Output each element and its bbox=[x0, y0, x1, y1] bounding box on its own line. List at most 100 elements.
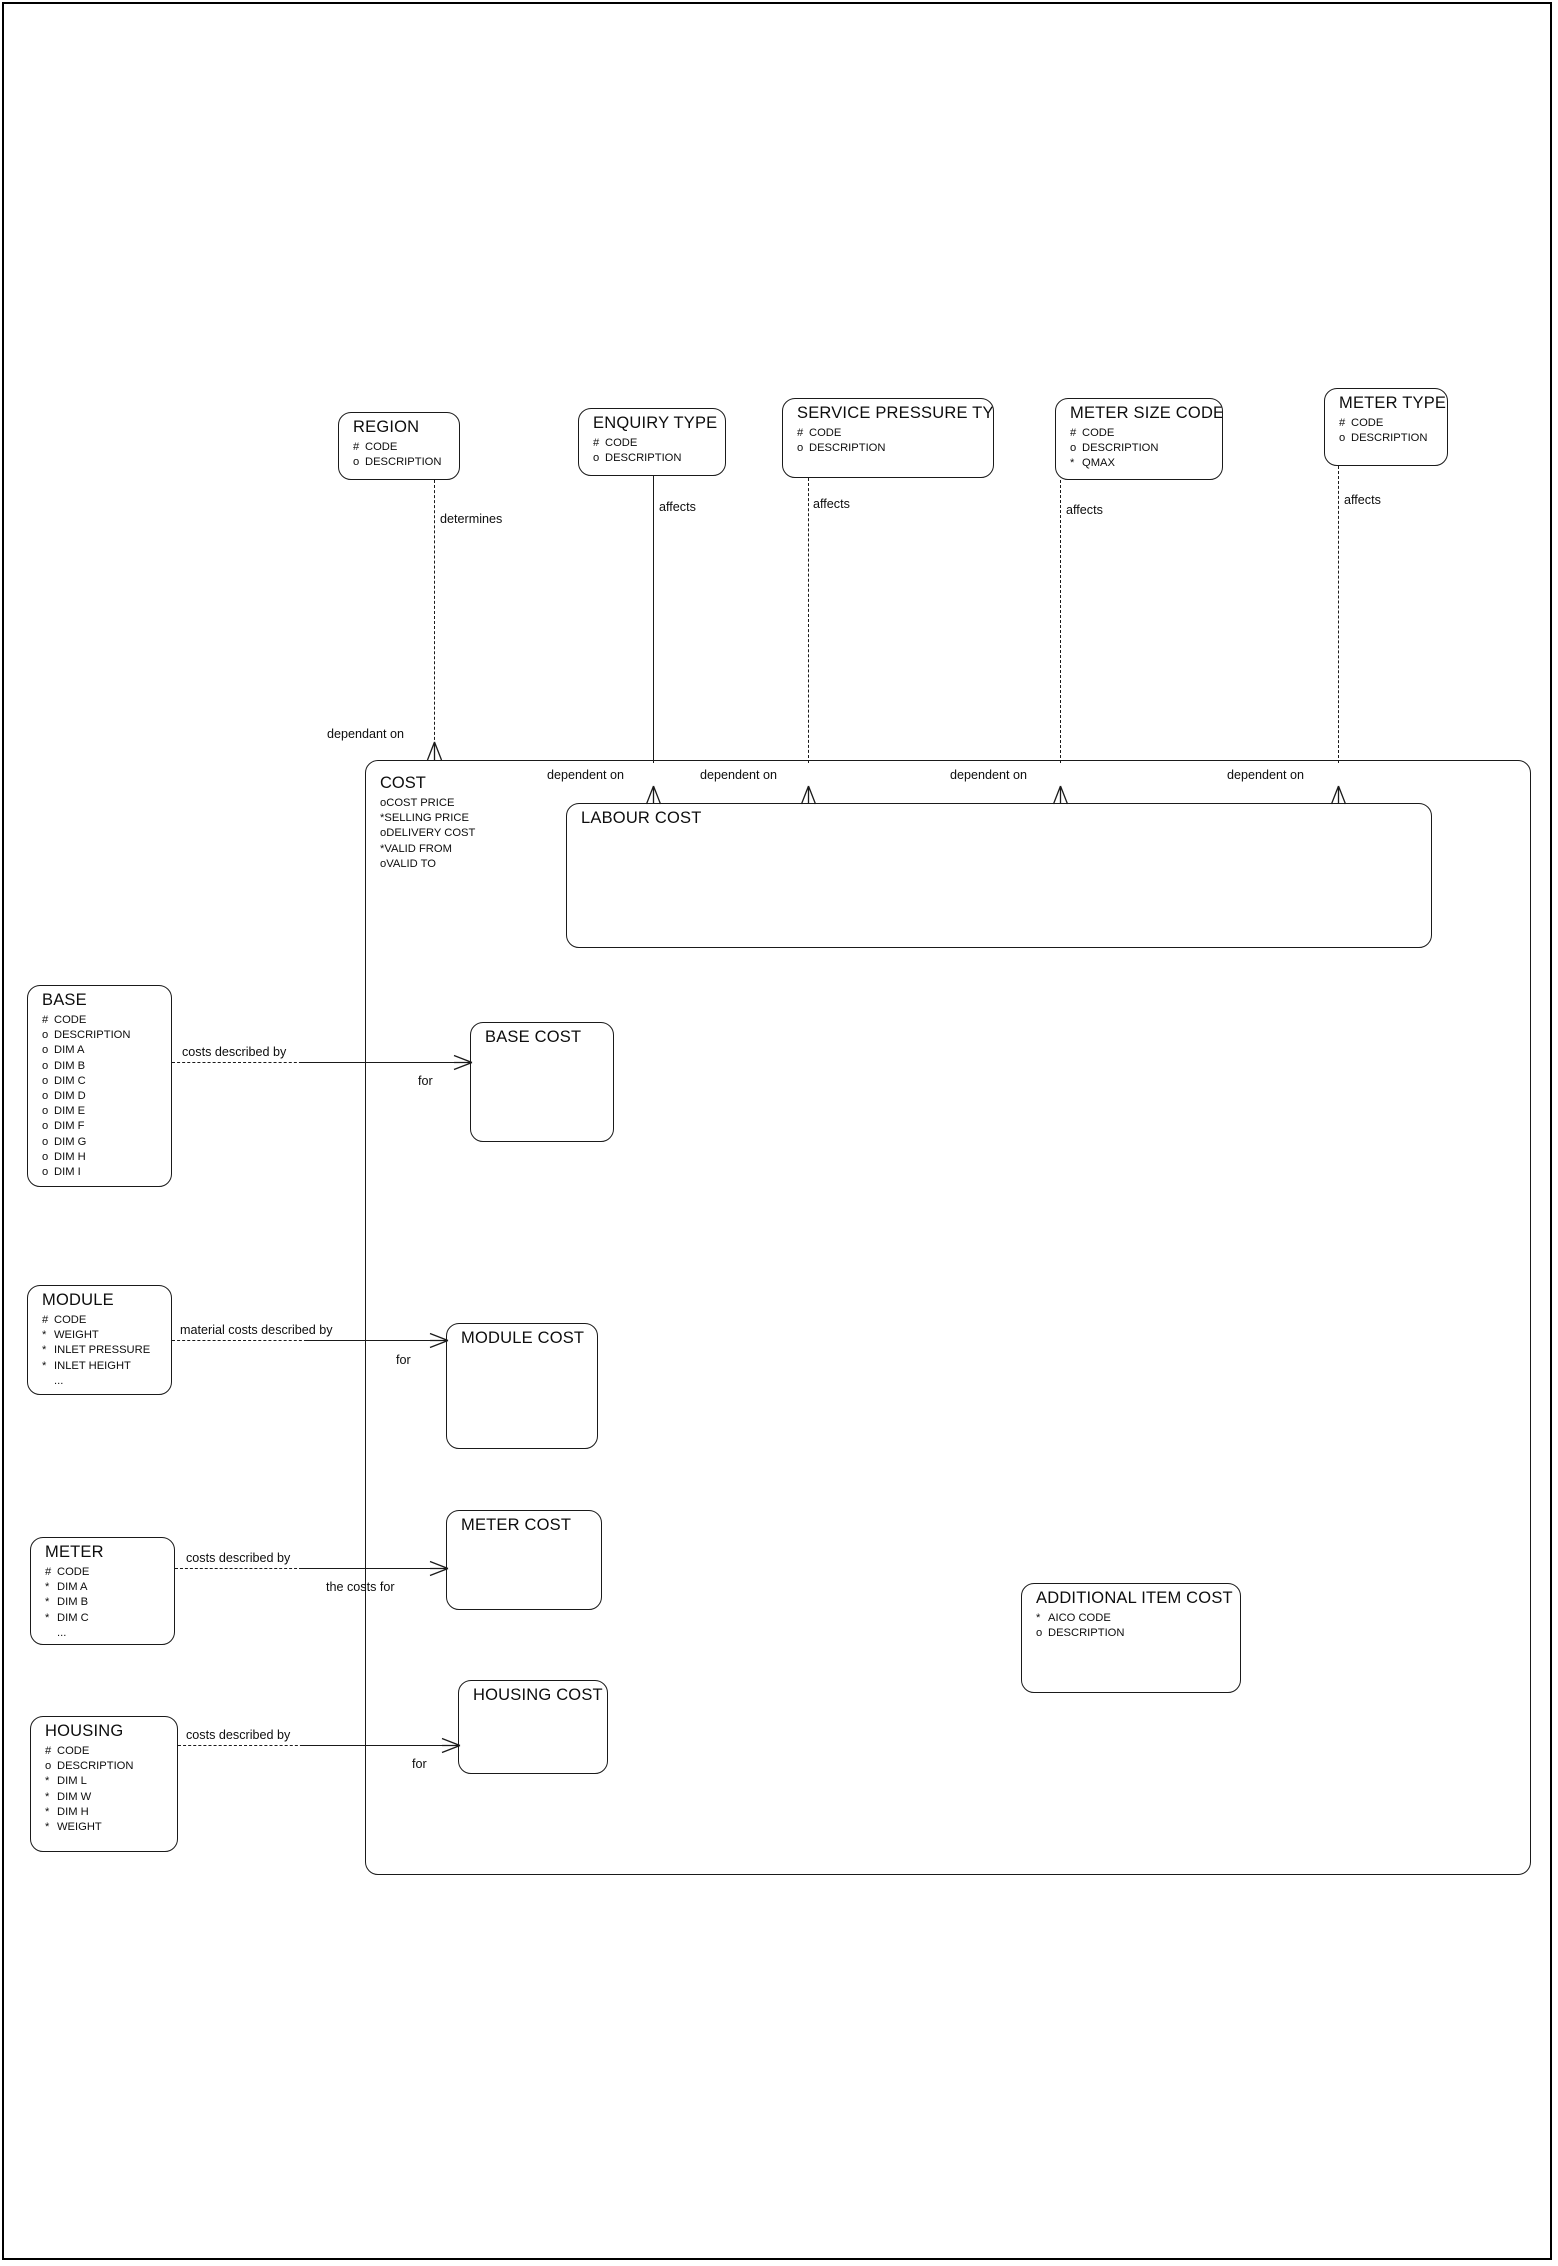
entity-title-meter-type: METER TYPE bbox=[1339, 394, 1447, 412]
attribute-label: AICO CODE bbox=[1048, 1612, 1111, 1624]
attribute-label: VALID FROM bbox=[384, 842, 452, 855]
entity-attributes-meter: #CODE*DIM A*DIM B*DIM C... bbox=[45, 1565, 89, 1641]
crowsfoot-meter-metercost bbox=[428, 1557, 450, 1581]
attribute-label: DIM E bbox=[54, 1105, 86, 1118]
entity-title-meter: METER bbox=[45, 1543, 104, 1561]
relationship-label-module-for: for bbox=[396, 1353, 411, 1367]
attribute-marker: * bbox=[45, 1805, 50, 1818]
attribute-label: WEIGHT bbox=[54, 1329, 99, 1342]
attribute-marker: * bbox=[42, 1344, 47, 1357]
connector-base-basecost-dashed bbox=[172, 1062, 307, 1063]
attribute-label: DELIVERY COST bbox=[386, 827, 476, 840]
attribute-marker: * bbox=[45, 1821, 50, 1834]
entity-module[interactable]: MODULE #CODE*WEIGHT*INLET PRESSURE*INLET… bbox=[27, 1285, 172, 1395]
attribute-marker: * bbox=[45, 1596, 50, 1609]
attribute-marker: * bbox=[45, 1581, 50, 1594]
attribute-marker: o bbox=[380, 827, 387, 840]
entity-attribute-row: *WEIGHT bbox=[45, 1820, 133, 1835]
attribute-marker: o bbox=[380, 857, 387, 870]
attribute-marker: # bbox=[353, 441, 360, 453]
entity-title-enquiry-type: ENQUIRY TYPE bbox=[593, 414, 718, 432]
entity-meter-cost[interactable]: METER COST bbox=[446, 1510, 602, 1610]
crowsfoot-base-basecost bbox=[452, 1051, 474, 1075]
relationship-label-base-costs-described-by: costs described by bbox=[182, 1045, 287, 1059]
attribute-marker: * bbox=[45, 1611, 50, 1624]
connector-module-modulecost-solid bbox=[306, 1340, 448, 1341]
entity-attribute-row: *WEIGHT bbox=[42, 1328, 150, 1343]
attribute-marker: # bbox=[1339, 417, 1346, 429]
entity-title-base-cost: BASE COST bbox=[485, 1028, 582, 1046]
entity-attribute-row: o DESCRIPTION bbox=[42, 1028, 130, 1043]
entity-attribute-row: oDELIVERY COST bbox=[380, 826, 475, 841]
entity-base-cost[interactable]: BASE COST bbox=[470, 1022, 614, 1142]
entity-module-cost[interactable]: MODULE COST bbox=[446, 1323, 598, 1449]
attribute-label: DIM D bbox=[54, 1090, 86, 1103]
entity-title-region: REGION bbox=[353, 418, 420, 436]
crowsfoot-region-cost bbox=[423, 741, 447, 762]
attribute-label: SELLING PRICE bbox=[384, 812, 469, 825]
entity-attribute-row: # CODE bbox=[45, 1744, 133, 1759]
attribute-label: DIM F bbox=[54, 1120, 85, 1133]
connector-housing-housingcost-solid bbox=[302, 1745, 460, 1746]
entity-housing-cost[interactable]: HOUSING COST bbox=[458, 1680, 608, 1774]
attribute-marker: * bbox=[42, 1359, 47, 1372]
attribute-marker: o bbox=[1036, 1627, 1043, 1640]
attribute-marker: o bbox=[1339, 432, 1346, 445]
entity-attribute-row: *QMAX bbox=[1070, 456, 1158, 471]
attribute-label: DESCRIPTION bbox=[365, 456, 442, 469]
attribute-marker: * bbox=[380, 812, 385, 825]
attribute-marker: o bbox=[42, 1059, 49, 1072]
entity-attribute-row: *DIM C bbox=[45, 1611, 89, 1626]
entity-attribute-row: o DESCRIPTION bbox=[593, 451, 681, 466]
attribute-label: CODE bbox=[365, 441, 398, 453]
entity-title-module: MODULE bbox=[42, 1291, 114, 1309]
attribute-marker: o bbox=[42, 1090, 49, 1103]
attribute-label: CODE bbox=[57, 1745, 90, 1757]
attribute-marker: # bbox=[45, 1745, 52, 1757]
relationship-label-affects-meter-type: affects bbox=[1344, 493, 1381, 507]
entity-meter[interactable]: METER #CODE*DIM A*DIM B*DIM C... bbox=[30, 1537, 175, 1645]
attribute-label: DIM A bbox=[54, 1044, 85, 1057]
relationship-label-dependent-on-enquiry: dependent on bbox=[547, 768, 625, 782]
attribute-marker: o bbox=[42, 1166, 49, 1179]
attribute-label: INLET PRESSURE bbox=[54, 1344, 151, 1357]
attribute-label: DESCRIPTION bbox=[1351, 432, 1428, 445]
attribute-label: DESCRIPTION bbox=[54, 1029, 131, 1042]
attribute-marker: o bbox=[42, 1029, 49, 1042]
entity-attribute-row: #CODE bbox=[593, 436, 681, 451]
attribute-label: CODE bbox=[57, 1566, 90, 1578]
relationship-label-affects-meter-size: affects bbox=[1066, 503, 1103, 517]
entity-attribute-row: *SELLING PRICE bbox=[380, 811, 475, 826]
attribute-label: INLET HEIGHT bbox=[54, 1359, 131, 1372]
attribute-label: DESCRIPTION bbox=[605, 452, 682, 465]
attribute-marker: # bbox=[42, 1014, 49, 1026]
connector-base-basecost-solid bbox=[300, 1062, 472, 1063]
relationship-label-base-for: for bbox=[418, 1074, 433, 1088]
attribute-marker: o bbox=[42, 1120, 49, 1133]
attribute-marker: o bbox=[593, 452, 600, 465]
attribute-marker: * bbox=[1036, 1612, 1041, 1624]
relationship-label-dependant-on: dependant on bbox=[327, 727, 405, 741]
connector-meter-type-cost bbox=[1338, 466, 1339, 763]
entity-title-housing-cost: HOUSING COST bbox=[473, 1686, 603, 1704]
attribute-marker: # bbox=[593, 437, 600, 449]
relationship-label-dependent-on-meter-type: dependent on bbox=[1227, 768, 1305, 782]
entity-labour-cost[interactable]: LABOUR COST bbox=[566, 803, 1432, 948]
